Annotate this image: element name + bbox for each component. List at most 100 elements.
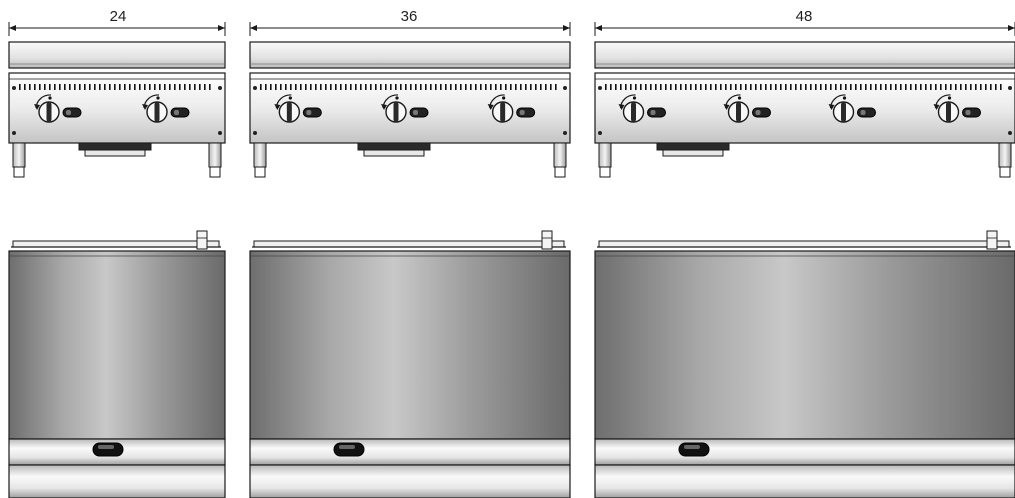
leg-foot <box>599 166 611 178</box>
lower-band <box>249 464 571 498</box>
vent-slot <box>385 84 387 90</box>
vent-slot <box>675 84 677 90</box>
vent-slot <box>154 84 156 90</box>
control-knob-2 <box>723 94 771 123</box>
knob-arc-arrow <box>142 104 148 110</box>
vent-slot <box>134 84 136 90</box>
vent-slot <box>74 84 76 90</box>
leg <box>598 142 612 168</box>
vent-slot <box>710 84 712 90</box>
vent-slot <box>500 84 502 90</box>
vent-slot <box>740 84 742 90</box>
vent-slot <box>94 84 96 90</box>
vent-slot <box>525 84 527 90</box>
vent-slot <box>720 84 722 90</box>
vent-slot <box>445 84 447 90</box>
vent-slot <box>104 84 106 90</box>
vent-slot <box>149 84 151 90</box>
pilot-indicator <box>516 107 536 118</box>
vent-slot <box>24 84 26 90</box>
vent-slot <box>865 84 867 90</box>
vent-slot <box>910 84 912 90</box>
vent-slot <box>159 84 161 90</box>
control-knob-1 <box>34 94 82 123</box>
leg <box>253 142 267 168</box>
dimension-line <box>8 22 226 36</box>
knob-marker <box>288 96 292 100</box>
body-panel <box>249 250 571 440</box>
vent-slot <box>845 84 847 90</box>
vent-slot <box>995 84 997 90</box>
vent-slot <box>204 84 206 90</box>
knob-marker <box>395 96 399 100</box>
vent-slot <box>860 84 862 90</box>
vent-slot <box>735 84 737 90</box>
vent-slot <box>325 84 327 90</box>
vent-slot <box>700 84 702 90</box>
arrowhead-right <box>218 25 225 31</box>
band-handle-highlight <box>98 445 114 449</box>
vent-slot <box>650 84 652 90</box>
pilot-indicator-highlight <box>66 110 71 115</box>
vent-slot <box>655 84 657 90</box>
vent-slot <box>785 84 787 90</box>
vent-slot <box>380 84 382 90</box>
vent-slot <box>360 84 362 90</box>
knob-grip <box>946 102 951 122</box>
flue-post <box>196 230 208 250</box>
flue-post <box>986 230 998 250</box>
vent-slot <box>119 84 121 90</box>
vent-slot <box>505 84 507 90</box>
vent-slot <box>440 84 442 90</box>
knob-marker <box>842 96 847 100</box>
knob-arc-arrow <box>828 104 835 110</box>
leg-foot <box>209 166 221 178</box>
leg-foot <box>999 166 1011 178</box>
vent-slot <box>895 84 897 90</box>
knob-arc-arrow <box>723 104 730 110</box>
vent-slot <box>840 84 842 90</box>
side-view <box>594 230 1015 498</box>
front-view <box>594 41 1015 178</box>
vent-slot <box>935 84 937 90</box>
vent-slot <box>1000 84 1002 90</box>
vent-slot <box>925 84 927 90</box>
vent-slot <box>965 84 967 90</box>
vent-slot <box>940 84 942 90</box>
vent-slot <box>465 84 467 90</box>
vent-slot <box>550 84 552 90</box>
vent-slot <box>890 84 892 90</box>
vent-slot <box>370 84 372 90</box>
knob-marker <box>156 96 160 100</box>
vent-slot <box>199 84 201 90</box>
arrowhead-right <box>563 25 570 31</box>
vent-slot <box>124 84 126 90</box>
vent-slot <box>540 84 542 90</box>
vent-slot <box>179 84 181 90</box>
arrowhead-left <box>595 25 602 31</box>
vent-slot <box>164 84 166 90</box>
front-band <box>594 438 1015 466</box>
vent-slot <box>375 84 377 90</box>
vent-slot <box>685 84 687 90</box>
vent-slot <box>59 84 61 90</box>
band-handle <box>92 442 124 457</box>
vent-slot <box>44 84 46 90</box>
vent-slot <box>139 84 141 90</box>
back-rail <box>598 240 1010 248</box>
grease-drawer-tray <box>662 149 724 157</box>
vent-slot <box>365 84 367 90</box>
pilot-indicator-highlight <box>965 110 971 115</box>
knob-grip <box>46 102 52 122</box>
vent-slot <box>260 84 262 90</box>
vent-slot <box>310 84 312 90</box>
pilot-indicator <box>170 107 190 118</box>
vent-slot <box>305 84 307 90</box>
vent-slot <box>189 84 191 90</box>
vent-slot <box>630 84 632 90</box>
vent-slot <box>184 84 186 90</box>
vent-slot <box>900 84 902 90</box>
vent-slot <box>725 84 727 90</box>
back-rail <box>253 240 565 248</box>
pilot-indicator <box>62 107 82 118</box>
